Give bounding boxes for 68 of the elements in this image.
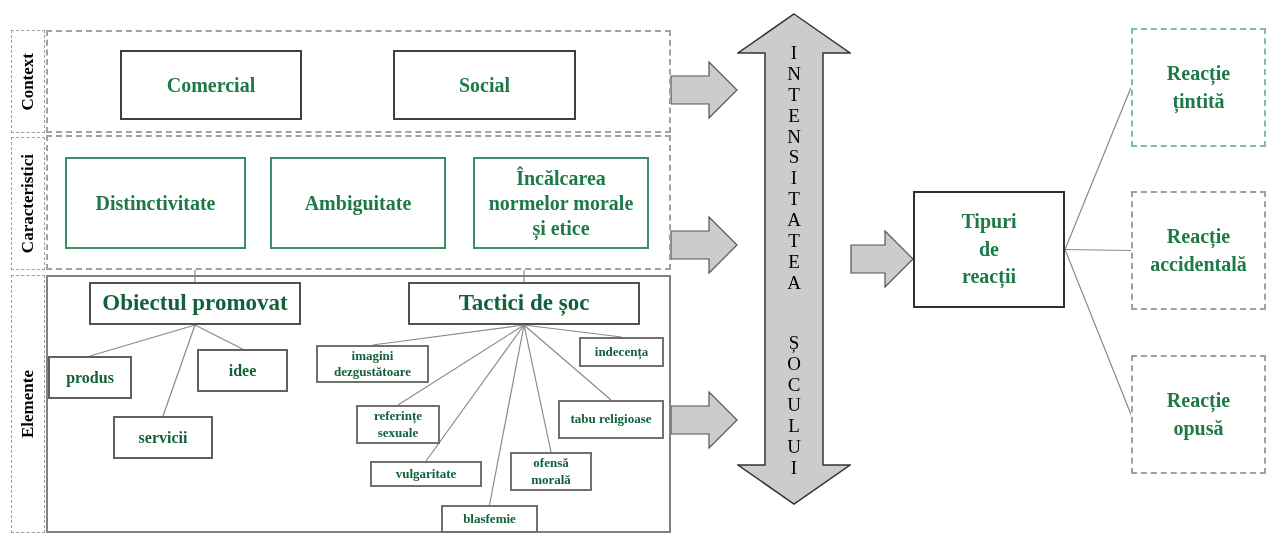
vertical-label: ȘOCULUI: [786, 332, 802, 479]
connector-line: [162, 324, 196, 417]
reaction-box: [1131, 355, 1266, 474]
item-box: [356, 405, 440, 444]
connector-line: [425, 324, 525, 462]
connector-line: [89, 324, 196, 357]
node-label: Tactici de șoc: [458, 289, 590, 318]
node-label: tabu religioase: [570, 411, 652, 428]
block-arrow: [670, 60, 738, 120]
item-box: [441, 505, 538, 533]
connector-line: [523, 324, 612, 401]
node-label: Tipuri de reacții: [960, 209, 1018, 290]
node-label: Ambiguitate: [304, 190, 412, 216]
node-label: Reacție accidentală: [1150, 224, 1247, 277]
block-arrow: [670, 390, 738, 450]
node-label: Obiectul promovat: [102, 289, 288, 318]
node-label: indecența: [594, 343, 649, 361]
section-label-band: [11, 275, 45, 533]
block-arrow: [670, 215, 738, 275]
section-panel: [46, 135, 671, 270]
connector-line: [523, 269, 525, 283]
item-box: [510, 452, 592, 491]
category-box: [393, 50, 576, 120]
item-box: [113, 416, 213, 459]
block-arrow: [850, 229, 914, 289]
node-label: ofensă morală: [530, 455, 572, 488]
category-box: [270, 157, 446, 249]
node-label: imagini dezgustătoare: [333, 347, 412, 381]
node-label: Încălcarea normelor morale și etice: [487, 165, 635, 241]
section-panel: [46, 275, 671, 533]
item-box: [197, 349, 288, 392]
section-label-band: [11, 137, 45, 270]
node-label: Comercial: [166, 72, 256, 98]
connector-line: [194, 324, 244, 350]
node-label: Reacție opusă: [1165, 388, 1232, 442]
item-box: [579, 337, 664, 367]
vertical-label: INTENSITATEA: [786, 43, 802, 294]
node-label: idee: [228, 360, 257, 381]
group-title-box: [408, 282, 640, 325]
node-label: servicii: [138, 427, 188, 448]
reaction-box: [1131, 28, 1266, 147]
item-box: [48, 356, 132, 399]
item-box: [316, 345, 429, 383]
double-arrow: [737, 13, 851, 505]
result-box: [913, 191, 1065, 308]
node-label: referințe sexuale: [372, 408, 424, 441]
node-label: vulgaritate: [395, 465, 457, 483]
connector-line: [1064, 248, 1132, 252]
section-label: Caracteristici: [17, 153, 39, 254]
group-title-box: [89, 282, 301, 325]
connector-line: [194, 269, 196, 283]
section-label: Elemente: [17, 370, 39, 438]
node-label: blasfemie: [463, 510, 516, 528]
item-box: [370, 461, 482, 487]
section-label: Context: [17, 52, 39, 111]
item-box: [558, 400, 664, 439]
reaction-box: [1131, 191, 1266, 310]
node-label: Social: [458, 72, 511, 98]
section-panel: [46, 30, 671, 133]
node-label: produs: [66, 367, 114, 388]
node-label: Distinctivitate: [95, 190, 216, 216]
category-box: [473, 157, 649, 249]
section-label-band: [11, 30, 45, 133]
node-label: Reacție țintită: [1165, 61, 1232, 115]
category-box: [65, 157, 246, 249]
category-box: [120, 50, 302, 120]
connector-line: [488, 324, 525, 506]
connector-line: [523, 324, 552, 453]
